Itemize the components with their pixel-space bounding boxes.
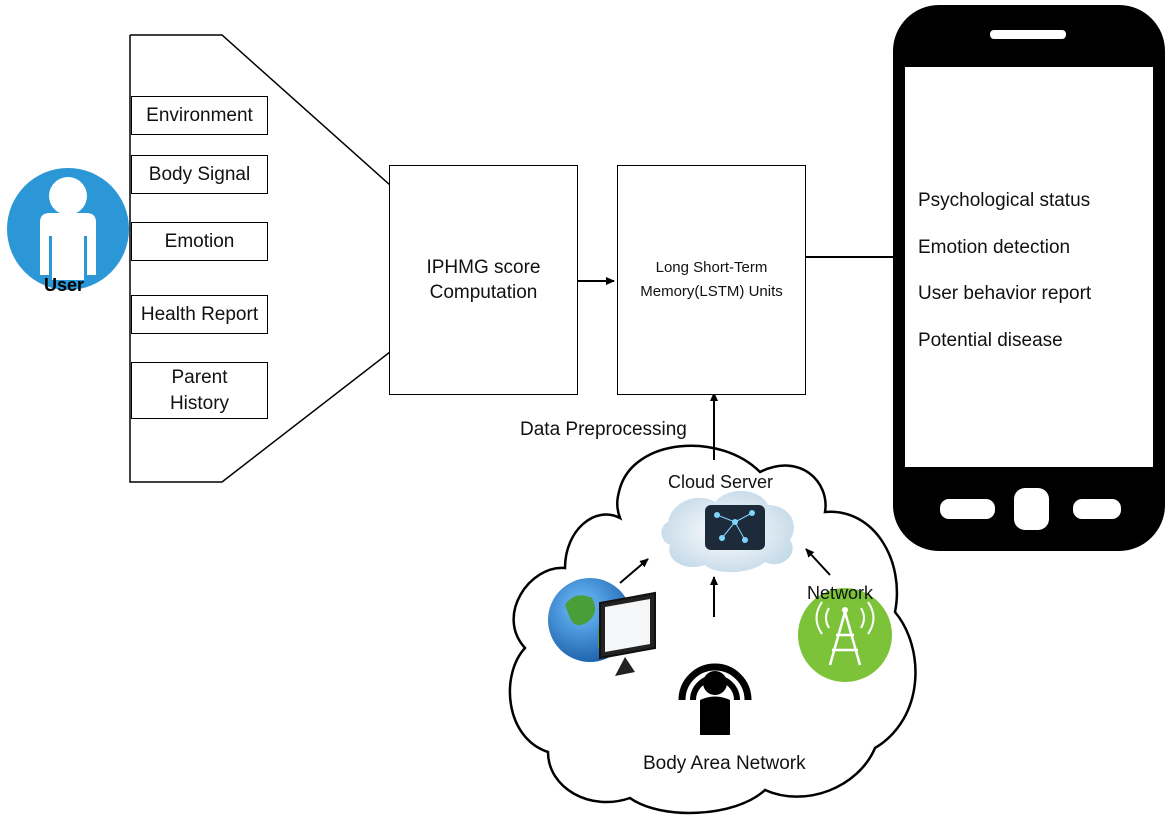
cloud-outline (508, 444, 917, 815)
cloud-server-icon (661, 491, 794, 573)
broadcast-person-icon (678, 663, 752, 735)
iphmg-box: IPHMG score Computation (389, 165, 578, 395)
iphmg-text: IPHMG score Computation (426, 257, 541, 303)
input-environment: Environment (131, 96, 268, 135)
arrow-network-to-cloud (805, 548, 831, 576)
globe-monitor-icon (548, 578, 656, 676)
user-icon (7, 168, 129, 290)
input-parent-history: Parent History (131, 362, 268, 419)
smartphone-icon (893, 5, 1165, 551)
output-psychological-status: Psychological status (918, 190, 1091, 211)
network-label: Network (807, 583, 874, 603)
input-funnel (129, 34, 391, 483)
data-preprocessing-label: Data Preprocessing (520, 419, 687, 440)
cell-tower-icon (798, 588, 892, 682)
body-area-network-label: Body Area Network (643, 753, 806, 774)
cloud-server-label: Cloud Server (668, 472, 774, 492)
lstm-box: Long Short-Term Memory(LSTM) Units (617, 165, 806, 395)
output-potential-disease: Potential disease (918, 330, 1063, 351)
input-body-signal: Body Signal (131, 155, 268, 194)
input-health-report: Health Report (131, 295, 268, 334)
output-emotion-detection: Emotion detection (918, 237, 1071, 258)
user-label: User (44, 275, 85, 295)
lstm-text: Long Short-Term Memory(LSTM) Units (640, 259, 783, 300)
output-user-behavior-report: User behavior report (918, 283, 1092, 304)
input-emotion: Emotion (131, 222, 268, 261)
arrow-globe-to-cloud (619, 558, 649, 584)
